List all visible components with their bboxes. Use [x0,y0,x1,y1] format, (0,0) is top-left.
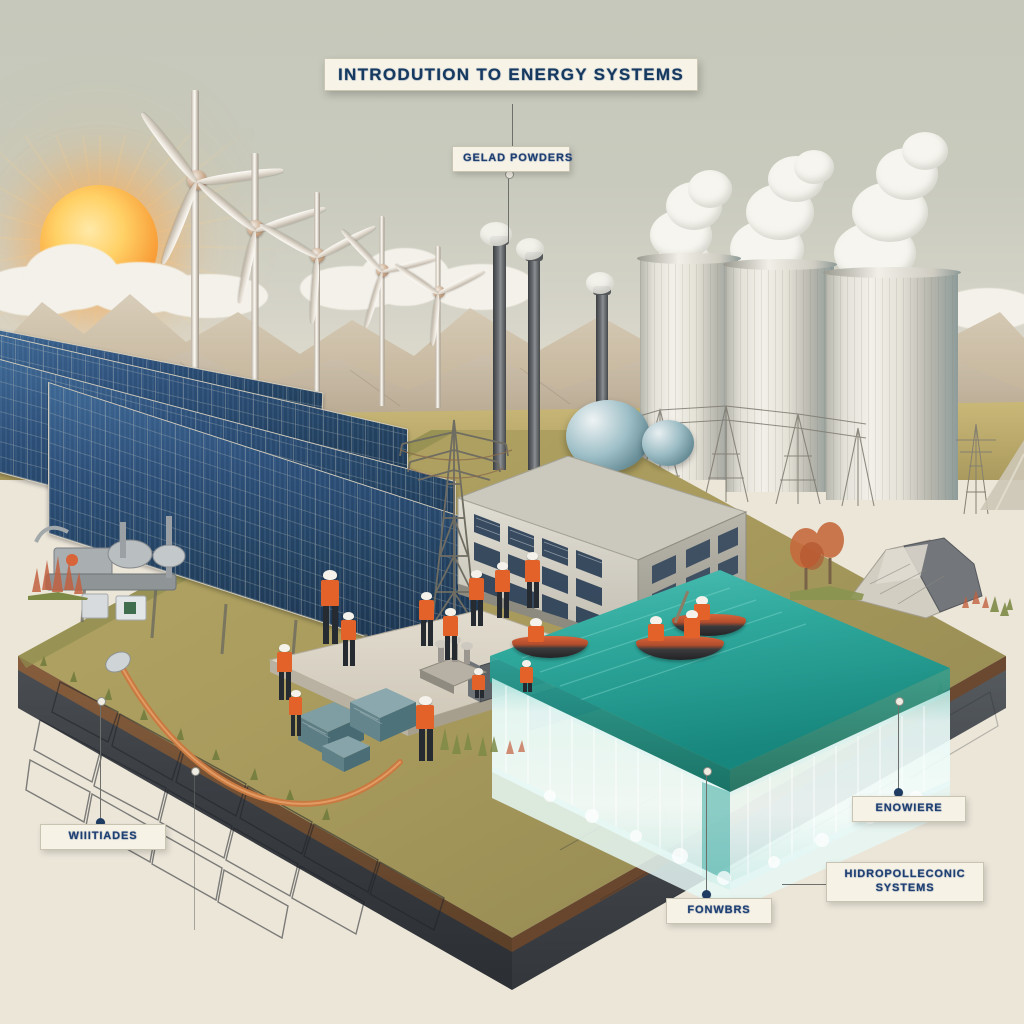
boat-right [636,610,724,660]
worker-foreground [318,570,342,646]
callout-solar-powers-text: GELAD POWDERS [463,152,574,164]
scrub-patch [440,728,525,756]
cooling-tower-3 [823,267,961,500]
boat-left [512,618,588,660]
hydro-leader-line [782,884,834,885]
rock-leader-anchor [191,767,200,776]
geothermal-equipment [34,516,186,621]
worker-mid-5 [524,552,542,608]
pressure-vessel-small [642,420,694,466]
callout-enclosure[interactable]: ENOWIERE [852,796,966,822]
stack-puff-3 [586,272,614,294]
wind-leader-anchor [97,697,106,706]
callout-hydroelectric-text-line2: SYSTEMS [875,881,935,894]
wind-turbine-4 [330,196,440,406]
worker-waterline-2 [472,668,486,698]
autumn-trees [790,522,864,600]
equipment-crates [298,688,416,772]
wind-leader-line [100,700,101,822]
cooling-tower-2 [723,259,837,492]
worker-crates [288,690,304,736]
page-title: INTRODUTION TO ENERGY SYSTEMS [324,58,698,92]
page-title-text: INTRODUTION TO ENERGY SYSTEMS [338,65,684,84]
smokestack-1 [493,242,506,470]
stack-puff-2 [516,238,544,260]
powers-leader-dot [702,890,711,899]
worker-left-1 [276,644,294,700]
enclosure-leader-anchor [895,697,904,706]
enclosure-leader-line [898,700,899,792]
callout-hydroelectric-text-line1: HIDROPOLLECONIC [844,868,966,880]
worker-center [414,696,436,762]
worker-left-2 [340,612,358,666]
worker-mid-2 [442,608,460,660]
wind-turbine-5 [392,228,487,408]
worker-mid-3 [468,570,486,626]
underground-power-cable [105,651,403,807]
wind-turbine-3 [258,168,377,408]
callout-wind-turbines[interactable]: WIIITIADES [40,824,166,850]
solar-leader-line [508,174,509,242]
smokestack-2 [528,258,540,470]
road [980,440,1024,510]
callout-power-lines-text: FONWBRS [687,904,751,916]
enclosure-leader-dot [894,788,903,797]
callout-enclosure-text: ENOWIERE [875,802,943,814]
worker-mid-4 [494,562,512,618]
worker-mid-1 [418,592,436,646]
transmission-pylon-far [956,423,996,515]
callout-solar-powers[interactable]: GELAD POWDERS [452,146,574,172]
callout-hydroelectric[interactable]: HIDROPOLLECONIC SYSTEMS [826,862,984,902]
turbine-module [418,636,488,694]
stack-puff-1 [480,222,512,246]
shrub-left [28,556,88,600]
worker-waterline-1 [520,660,534,692]
transmission-pylon-main [399,419,513,627]
powers-leader-line [706,770,707,894]
title-leader-line [512,104,513,152]
rock-leader-line [194,770,195,930]
wind-leader-dot [96,818,105,827]
callout-wind-turbines-text: WIIITIADES [68,830,138,842]
powers-leader-anchor [703,767,712,776]
callout-power-lines[interactable]: FONWBRS [666,898,772,924]
rock-outcrop [849,537,1013,619]
